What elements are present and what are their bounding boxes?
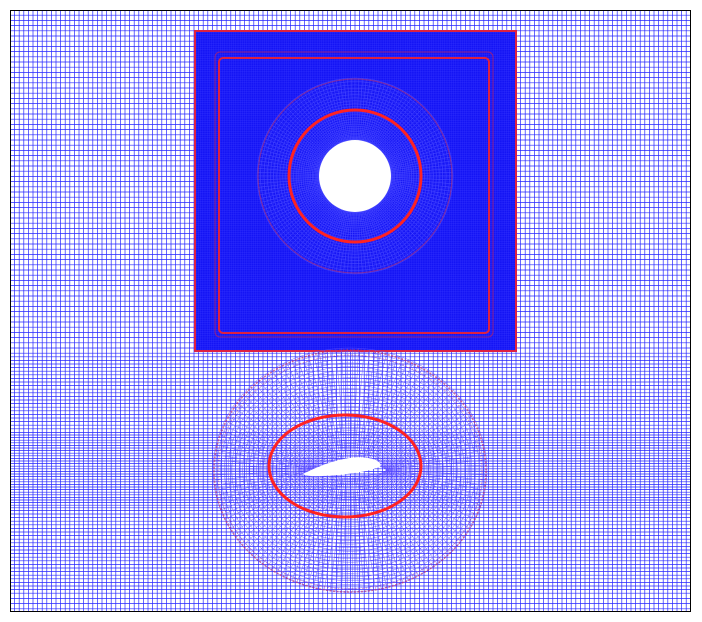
refined-square-block-grid: [194, 30, 517, 352]
figure-frame: [10, 10, 691, 612]
circle-o-grid: [256, 77, 454, 275]
airfoil-o-grid: [212, 347, 488, 593]
